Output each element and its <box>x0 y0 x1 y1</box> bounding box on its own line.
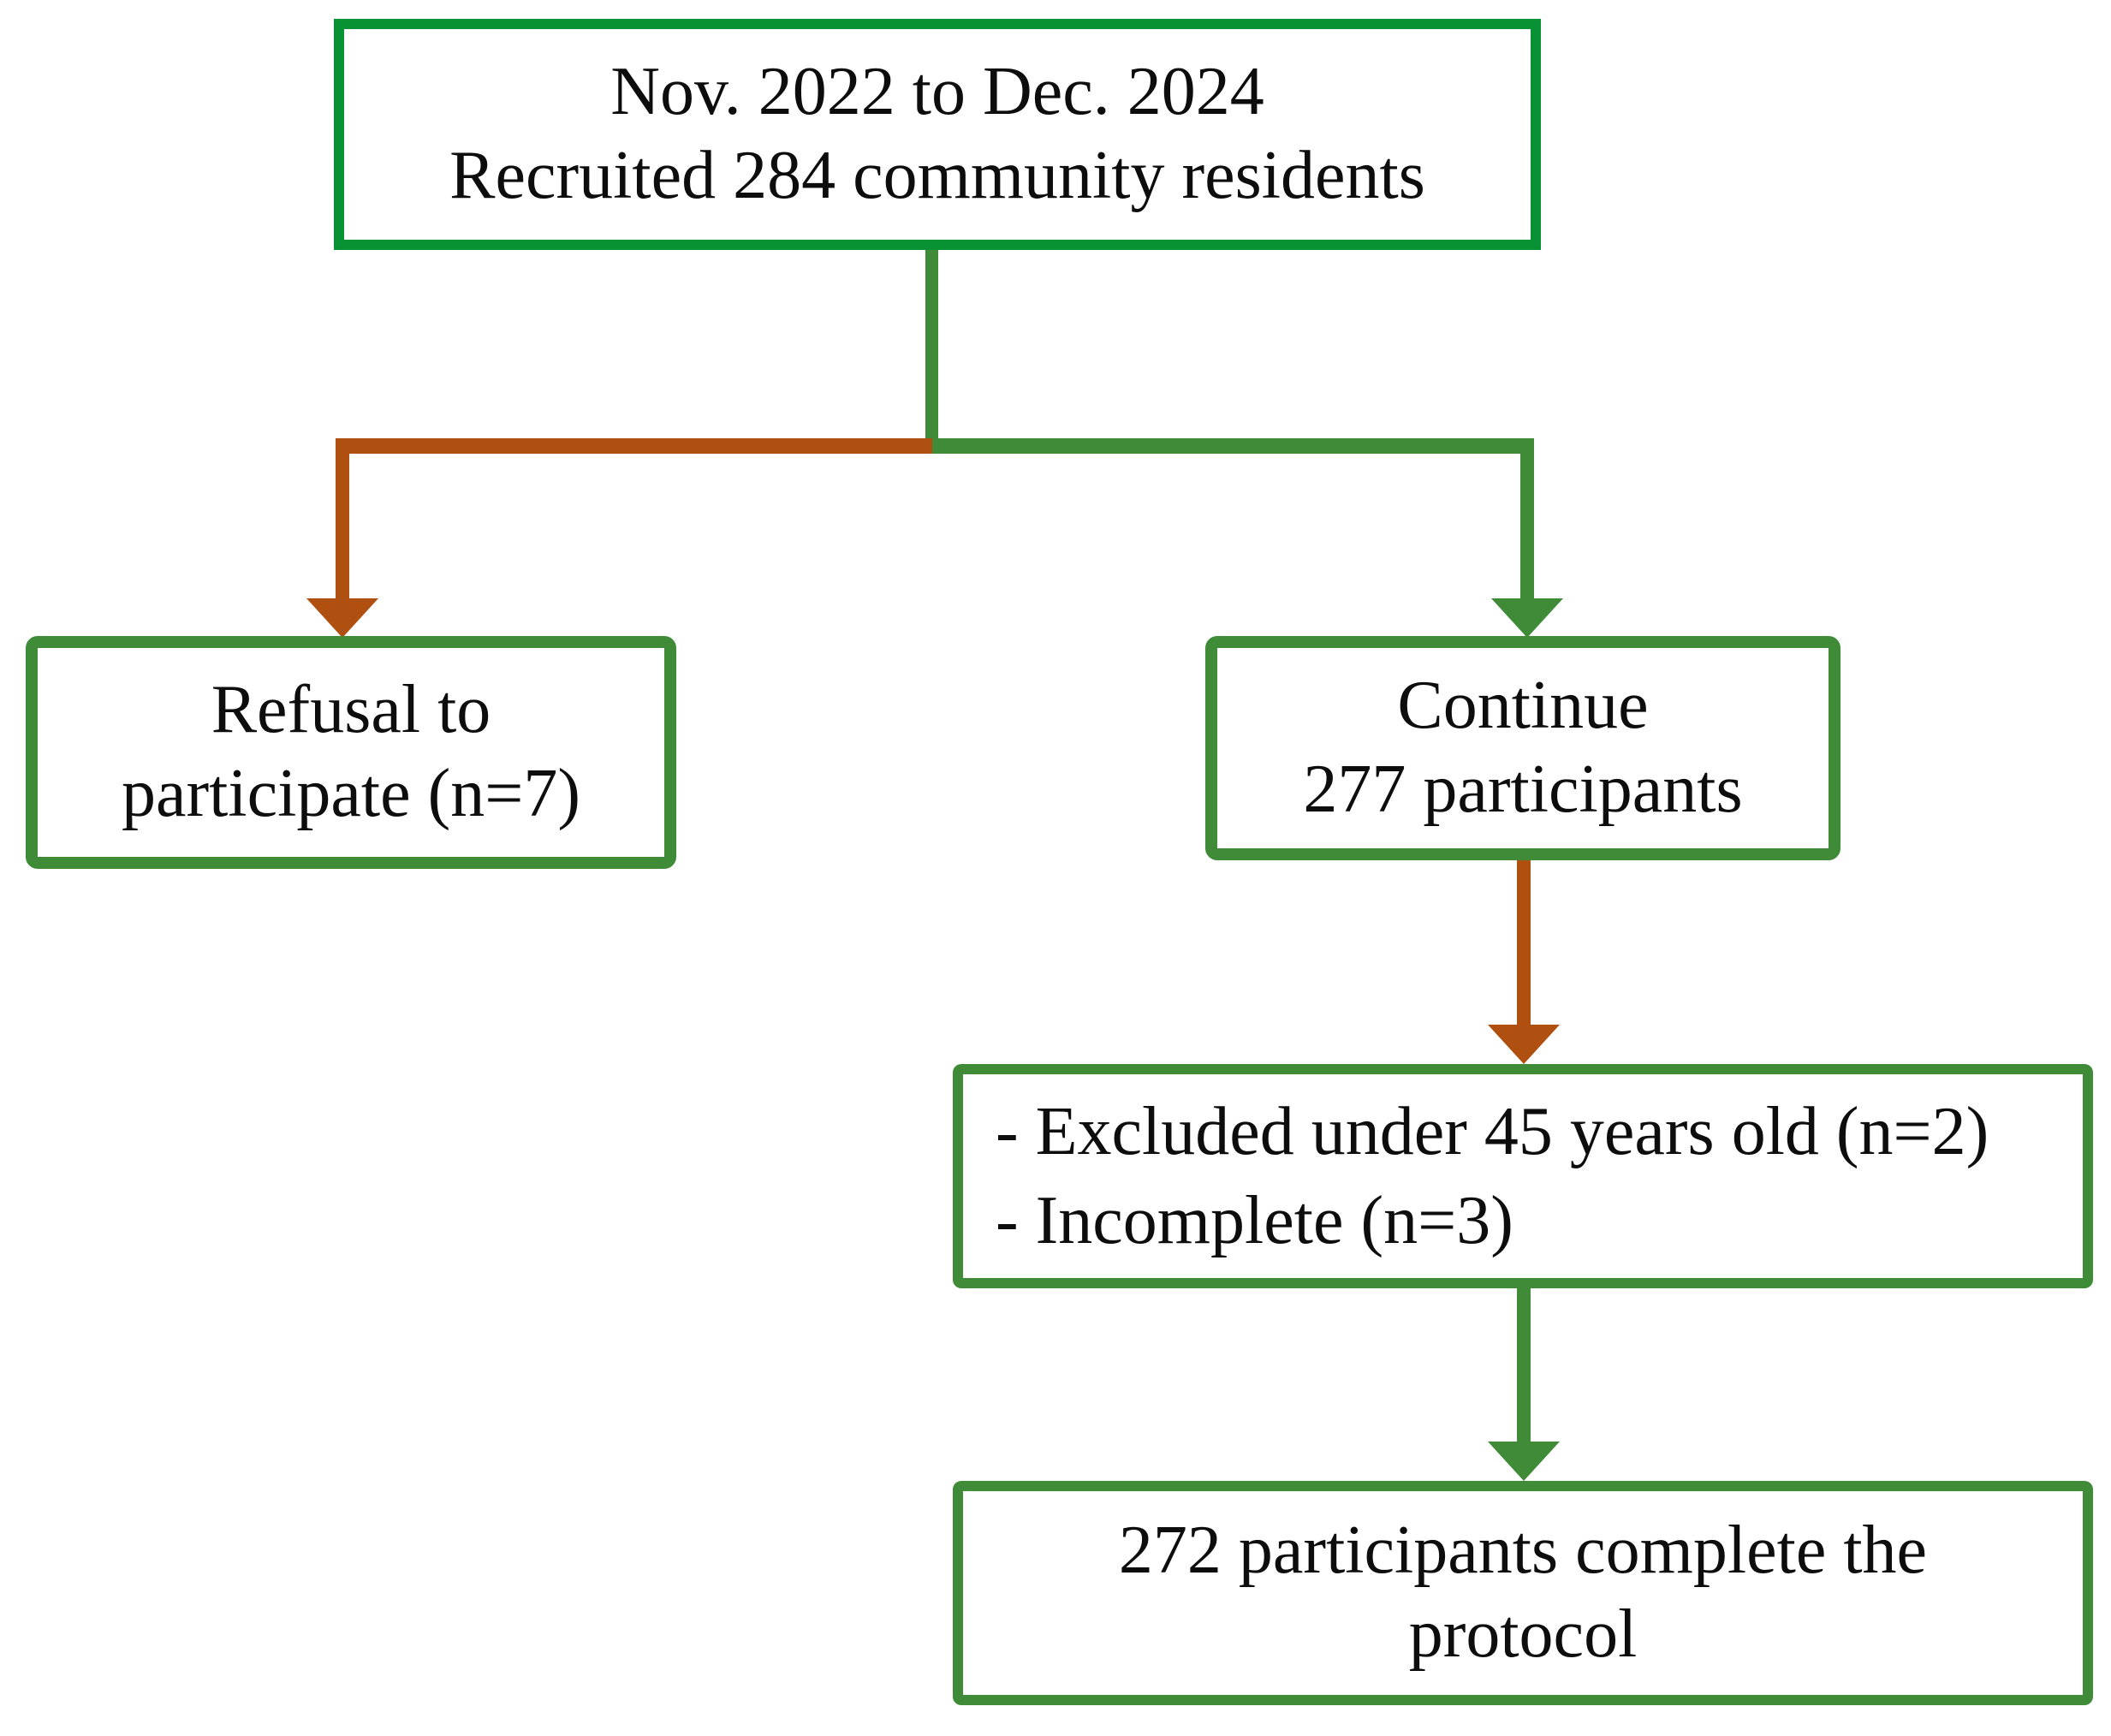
arrowhead-continue <box>1491 598 1563 638</box>
refusal-text-line-2: participate (n=7) <box>122 756 580 831</box>
excluded-box: - Excluded under 45 years old (n=2) - In… <box>953 1064 2093 1288</box>
edge-refusal-vertical <box>336 438 349 601</box>
refusal-text-line-1: Refusal to <box>211 672 491 748</box>
excluded-text-line-2: - Incomplete (n=3) <box>996 1183 1513 1258</box>
recruited-text-line-2: Recruited 284 community residents <box>449 138 1425 213</box>
edge-recruited-stem <box>925 248 938 451</box>
complete-text-line-1: 272 participants complete the <box>1118 1513 1928 1589</box>
edge-continue-horizontal <box>932 438 1527 454</box>
arrowhead-complete <box>1488 1442 1560 1481</box>
arrowhead-excluded <box>1488 1025 1560 1064</box>
refusal-box: Refusal to participate (n=7) <box>26 636 676 869</box>
arrowhead-refusal <box>306 598 378 638</box>
edge-continue-vertical <box>1520 438 1534 601</box>
continue-text-line-2: 277 participants <box>1303 752 1743 827</box>
complete-box: 272 participants complete the protocol <box>953 1481 2093 1705</box>
edge-complete-vertical <box>1517 1287 1531 1444</box>
continue-box: Continue 277 participants <box>1205 636 1840 860</box>
edge-excluded-vertical <box>1517 859 1531 1027</box>
complete-text-line-2: protocol <box>1408 1596 1638 1672</box>
recruited-box: Nov. 2022 to Dec. 2024 Recruited 284 com… <box>334 19 1541 250</box>
continue-text-line-1: Continue <box>1397 668 1649 744</box>
recruited-text-line-1: Nov. 2022 to Dec. 2024 <box>610 54 1264 130</box>
excluded-text-line-1: - Excluded under 45 years old (n=2) <box>996 1094 1989 1169</box>
edge-refusal-horizontal <box>336 438 932 454</box>
